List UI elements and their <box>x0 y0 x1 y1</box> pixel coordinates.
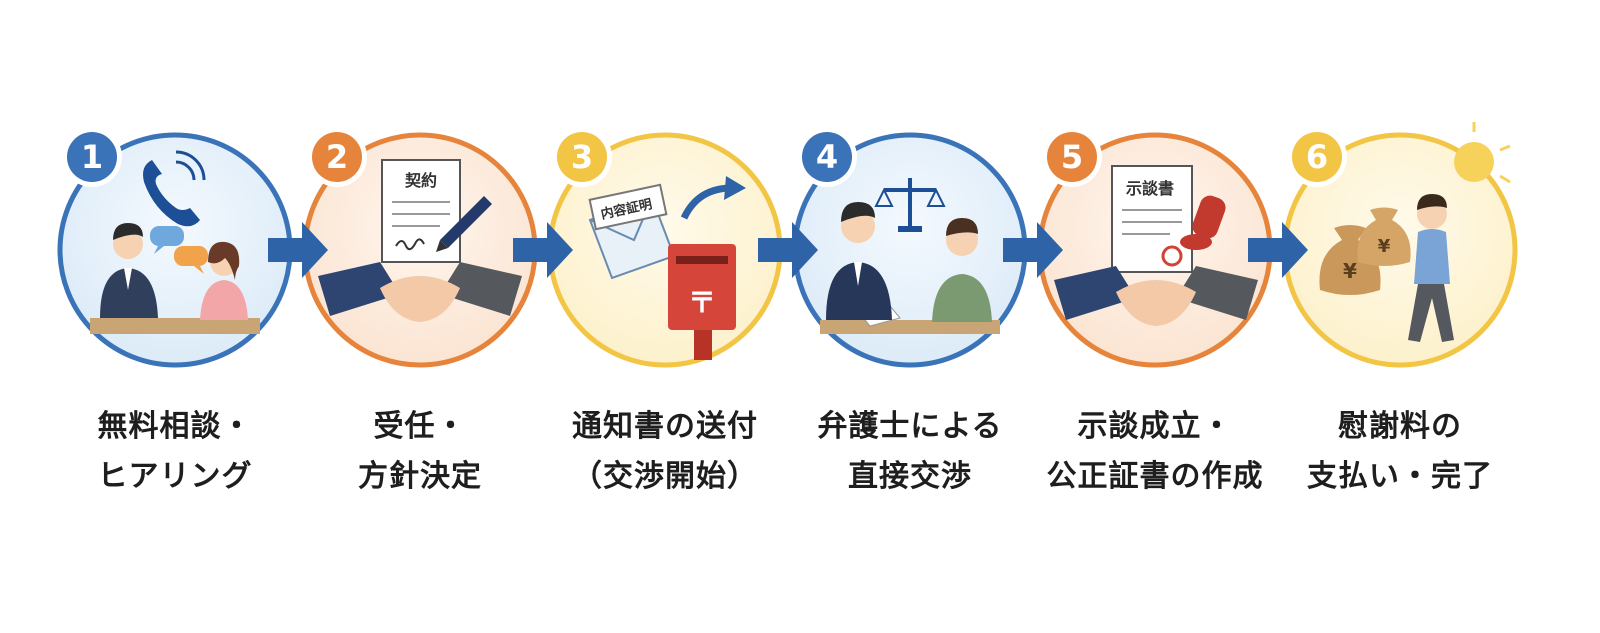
step-1 <box>57 132 293 368</box>
arrow-3-4 <box>758 222 818 278</box>
arrow-1-2 <box>268 222 328 278</box>
step-3-badge: 3 <box>552 127 612 187</box>
arrow-4-5 <box>1003 222 1063 278</box>
walking-person-icon <box>1408 194 1454 342</box>
step-4-label-line-1: 弁護士による <box>817 409 1003 444</box>
postbox-icon: 〒 <box>668 244 736 360</box>
pen-icon <box>436 196 492 252</box>
step-6-label-line-1: 慰謝料の <box>1338 409 1462 444</box>
step-6-number: 6 <box>1306 138 1328 176</box>
postal-mark: 〒 <box>688 286 716 319</box>
step-6-badge: 6 <box>1287 127 1347 187</box>
step-3: 内容証明 〒 <box>547 132 783 368</box>
client-icon <box>932 218 992 322</box>
step-1-badge: 1 <box>62 127 122 187</box>
step-1-label-line-1: 無料相談・ <box>97 409 253 444</box>
step-2-label-line-2: 方針決定 <box>358 459 482 494</box>
step-6-label: 慰謝料の 支払い・完了 <box>1275 402 1525 502</box>
step-4-label: 弁護士による 直接交渉 <box>785 402 1035 502</box>
step-1-number: 1 <box>81 138 103 176</box>
phone-icon <box>143 150 206 227</box>
step-2-label-line-1: 受任・ <box>373 409 467 444</box>
step-1-label: 無料相談・ ヒアリング <box>50 402 300 502</box>
client-icon <box>200 241 248 320</box>
step-2-number: 2 <box>326 138 348 176</box>
step-2: 契約 <box>302 132 538 368</box>
step-4-label-line-2: 直接交渉 <box>848 459 972 494</box>
desk <box>90 318 260 334</box>
arrow-2-3 <box>513 222 573 278</box>
lawyer-icon <box>826 202 892 320</box>
step-2-label: 受任・ 方針決定 <box>295 402 545 502</box>
step-5-badge: 5 <box>1042 127 1102 187</box>
contract-icon: 契約 <box>381 159 461 263</box>
step-6: ¥ ¥ <box>1282 122 1518 368</box>
step-5-label-line-1: 示談成立・ <box>1077 409 1233 444</box>
chat-bubble-icon <box>150 226 208 274</box>
step-5-number: 5 <box>1061 138 1083 176</box>
step-4-number: 4 <box>816 138 838 176</box>
step-5-label: 示談成立・ 公正証書の作成 <box>1030 402 1280 502</box>
scales-icon <box>874 178 946 232</box>
step-5-label-line-2: 公正証書の作成 <box>1046 459 1264 494</box>
contract-title: 契約 <box>404 171 437 190</box>
step-1-label-line-2: ヒアリング <box>97 459 253 494</box>
sun-icon <box>1454 122 1511 184</box>
step-6-label-line-2: 支払い・完了 <box>1307 459 1493 494</box>
step-4-badge: 4 <box>797 127 857 187</box>
step-3-label-line-1: 通知書の送付 <box>572 409 758 444</box>
step-5: 示談書 <box>1037 132 1273 368</box>
stamp-icon <box>1180 195 1226 250</box>
step-2-badge: 2 <box>307 127 367 187</box>
lawyer-icon <box>100 223 158 318</box>
handshake-icon <box>1054 266 1258 326</box>
handshake-icon <box>318 262 522 322</box>
send-arrow-icon <box>680 176 746 220</box>
agreement-document-icon: 示談書 <box>1111 165 1193 273</box>
money-bag-yen: ¥ <box>1378 236 1391 257</box>
step-3-label-line-2: （交渉開始） <box>572 459 758 494</box>
money-bag-yen: ¥ <box>1343 259 1357 283</box>
step-3-label: 通知書の送付 （交渉開始） <box>540 402 790 502</box>
desk <box>820 320 1000 334</box>
flow-arrows <box>268 222 1308 278</box>
money-bag-icon: ¥ ¥ <box>1319 207 1411 295</box>
step-3-number: 3 <box>571 138 593 176</box>
agreement-title: 示談書 <box>1126 179 1174 198</box>
arrow-5-6 <box>1248 222 1308 278</box>
